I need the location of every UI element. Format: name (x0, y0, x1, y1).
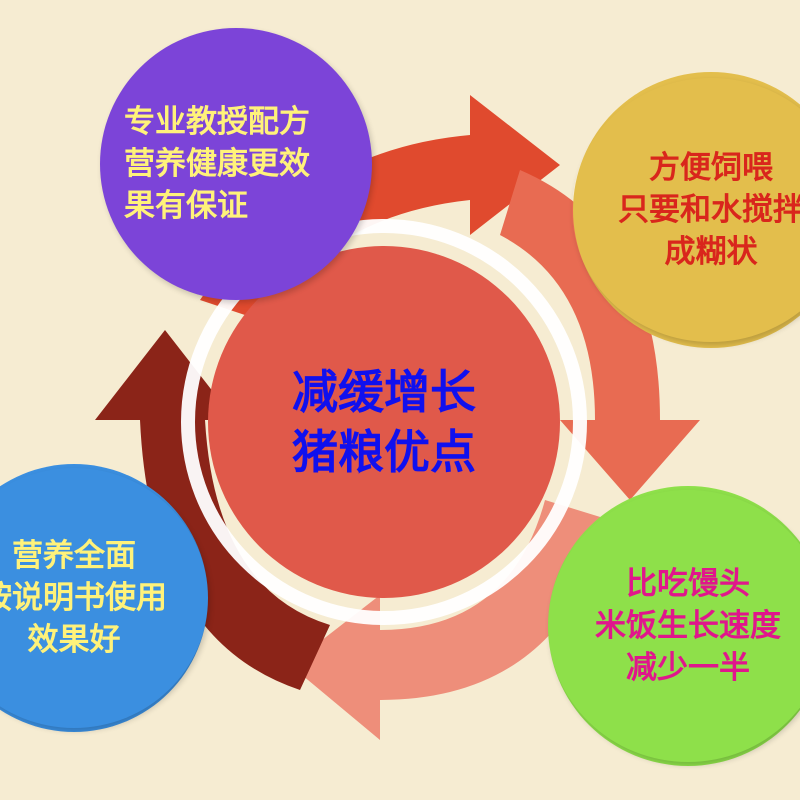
center-circle: 减缓增长 猪粮优点 (210, 248, 558, 596)
top-left-circle-shape (100, 28, 372, 300)
bottom-left-circle-shape (0, 464, 208, 732)
top-right-circle: 方便饲喂 只要和水搅拌 成糊状 (572, 78, 800, 342)
bottom-right-line-1: 比吃馒头 (626, 566, 750, 602)
bottom-right-line-3: 减少一半 (626, 650, 750, 686)
bottom-left-line-1: 营养全面 (12, 538, 136, 574)
top-left-line-2: 营养健康更效 (124, 146, 310, 182)
top-right-circle-shape (573, 72, 800, 348)
top-right-line-2: 只要和水搅拌 (618, 192, 800, 228)
arrow-right (500, 170, 700, 500)
center-line-1: 减缓增长 (292, 365, 476, 419)
inner-ring (181, 219, 587, 625)
bottom-right-line-2: 米饭生长速度 (595, 608, 781, 644)
bottom-left-circle: 营养全面 按说明书使用 效果好 (0, 468, 208, 728)
center-circle-shape (208, 246, 560, 598)
top-right-line-3: 成糊状 (664, 234, 758, 270)
top-left-circle: 专业教授配方 营养健康更效 果有保证 (100, 28, 372, 300)
bottom-left-line-2: 按说明书使用 (0, 580, 167, 616)
bottom-right-circle-shape (548, 486, 800, 766)
center-line-2: 猪粮优点 (292, 425, 476, 479)
bottom-right-circle: 比吃馒头 米饭生长速度 减少一半 (548, 490, 800, 762)
top-left-line-1: 专业教授配方 (124, 104, 310, 140)
bottom-left-line-3: 效果好 (27, 622, 121, 658)
top-left-line-3: 果有保证 (124, 188, 248, 224)
top-right-line-1: 方便饲喂 (649, 150, 773, 186)
